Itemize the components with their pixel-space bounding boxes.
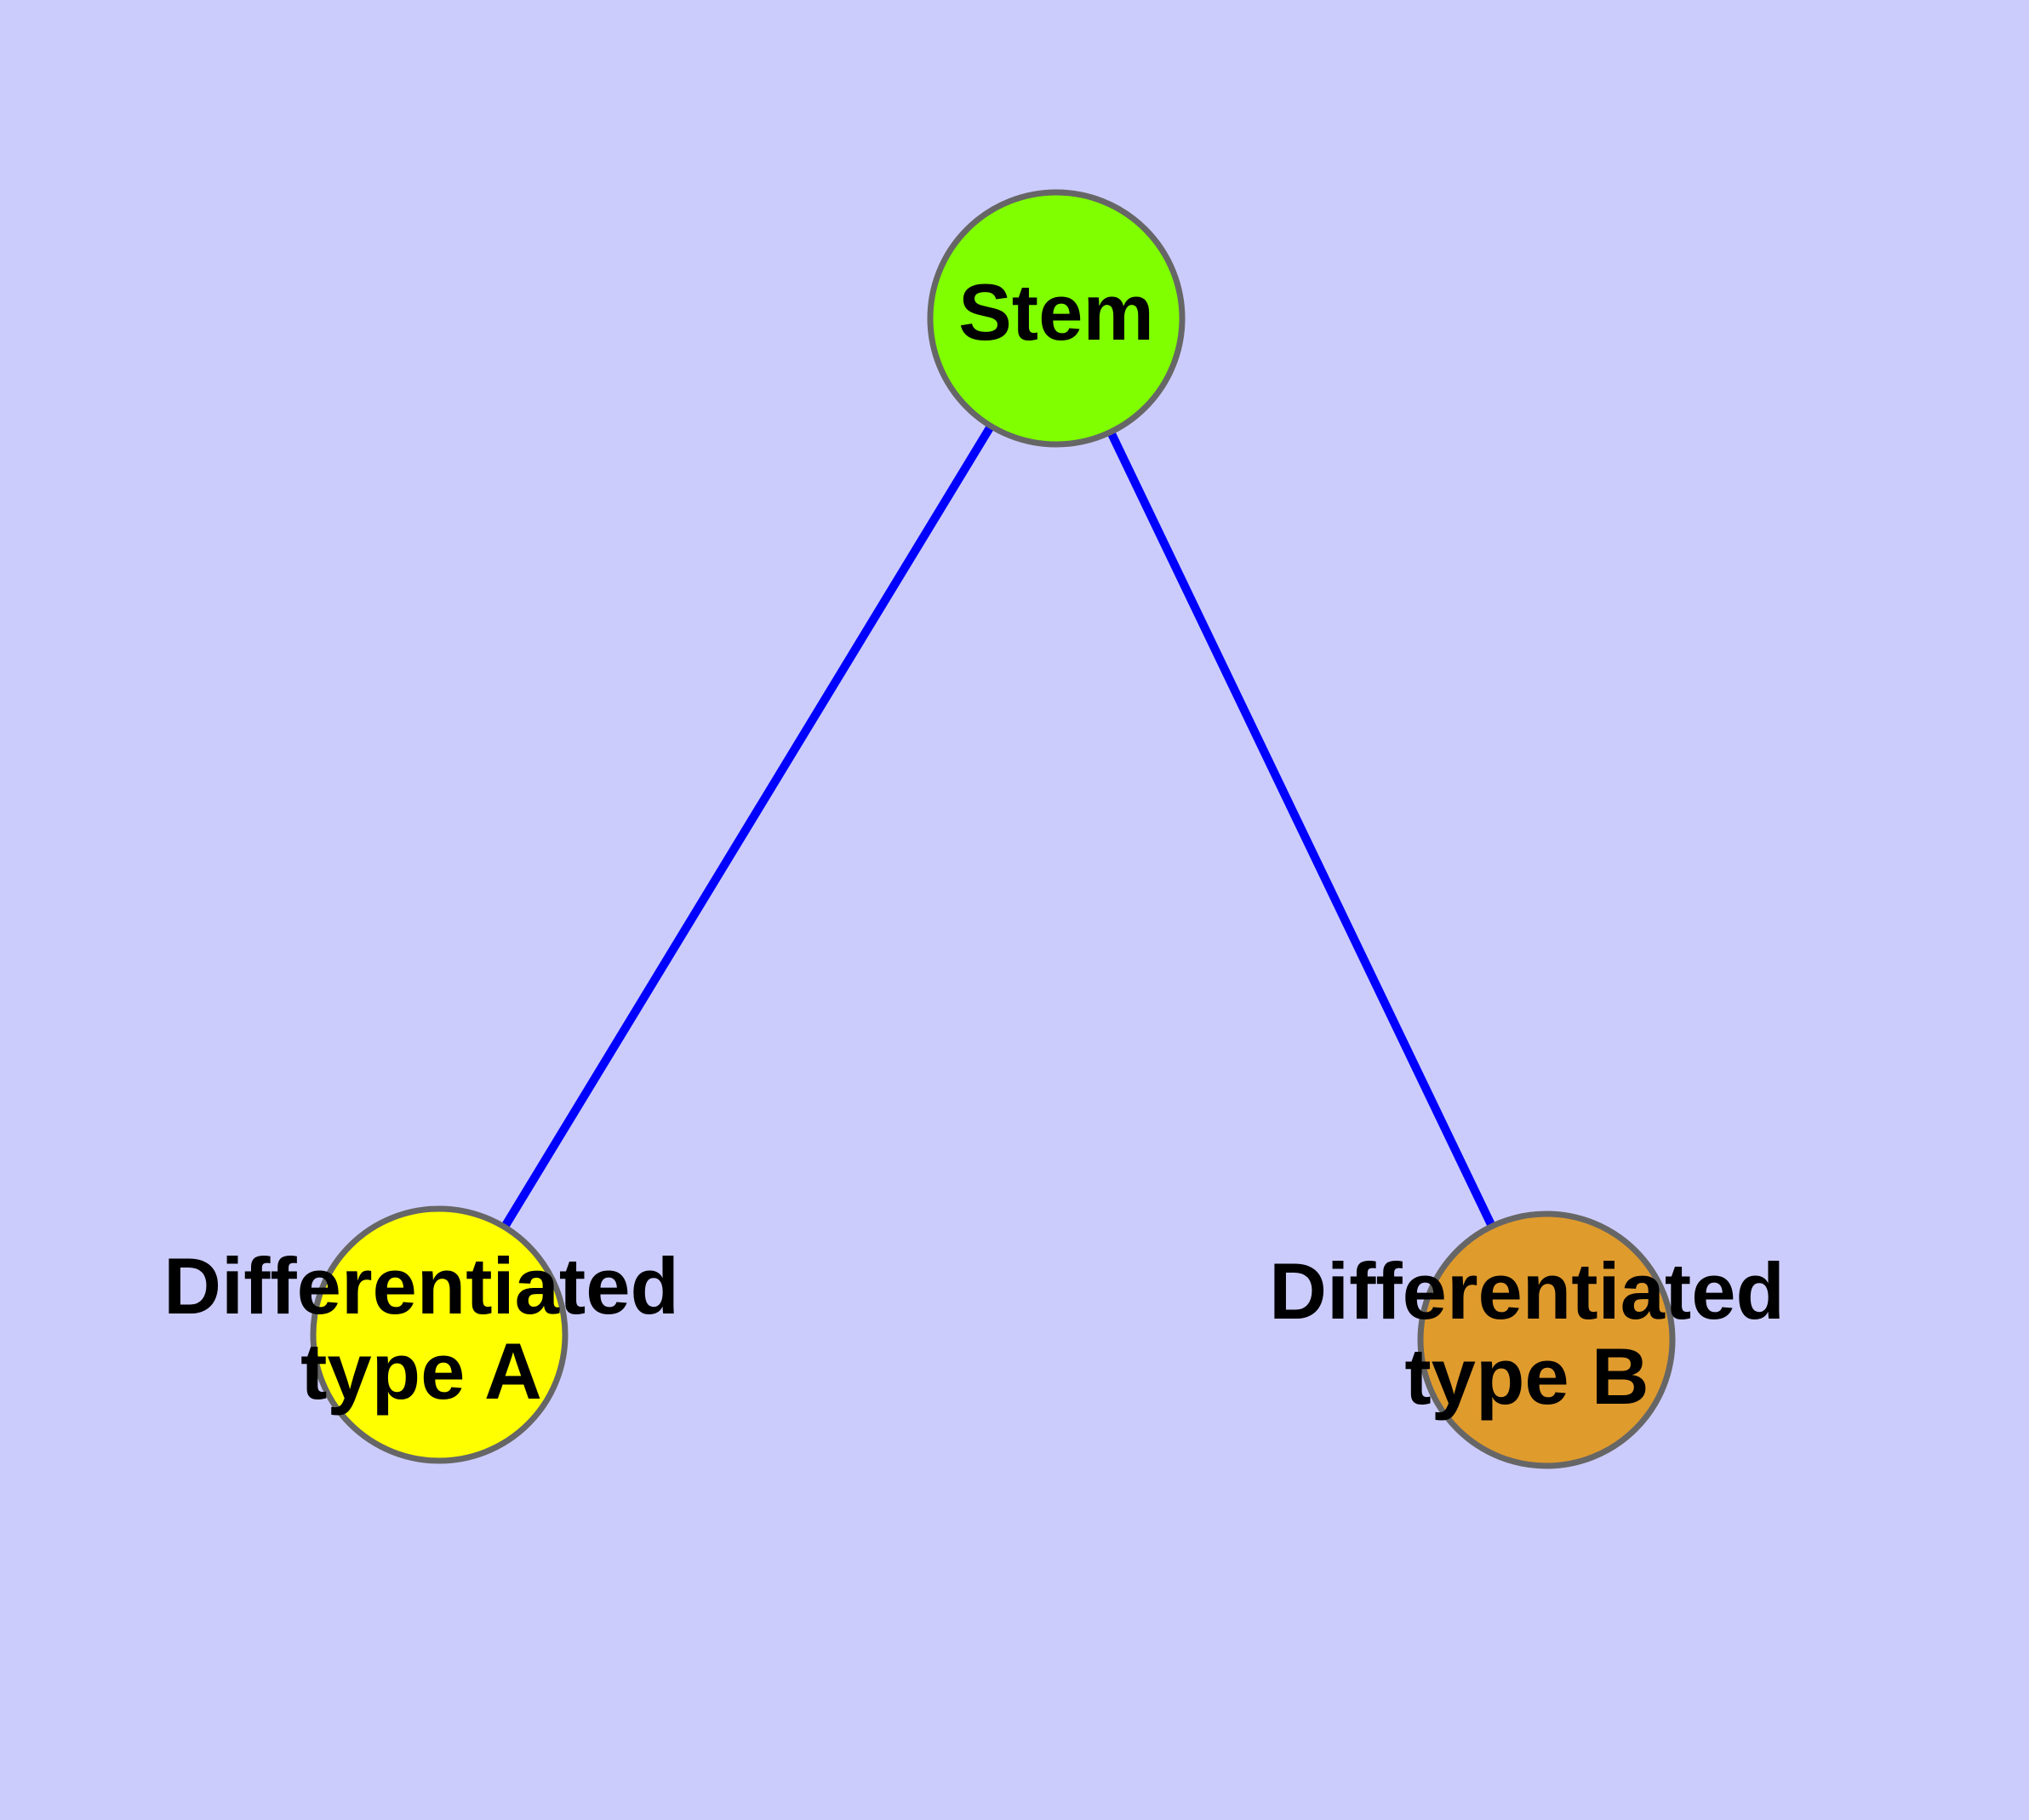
node-label-line: type A	[300, 1326, 542, 1416]
edge-stem-diff-b[interactable]	[1106, 428, 1497, 1230]
node-label-line: Stem	[958, 267, 1154, 357]
node-diff_b[interactable]	[1417, 1210, 1676, 1469]
node-label-line: type B	[1404, 1331, 1649, 1421]
nodes-layer	[310, 189, 1676, 1469]
node-diff_a[interactable]	[310, 1205, 569, 1464]
node-stem[interactable]	[927, 189, 1186, 448]
node-label-stem: Stem	[958, 267, 1154, 357]
node-label-line: Differentiated	[163, 1241, 679, 1331]
edges-layer	[500, 422, 1497, 1231]
edge-stem-diff-a[interactable]	[500, 422, 996, 1231]
node-label-line: Differentiated	[1269, 1246, 1785, 1336]
